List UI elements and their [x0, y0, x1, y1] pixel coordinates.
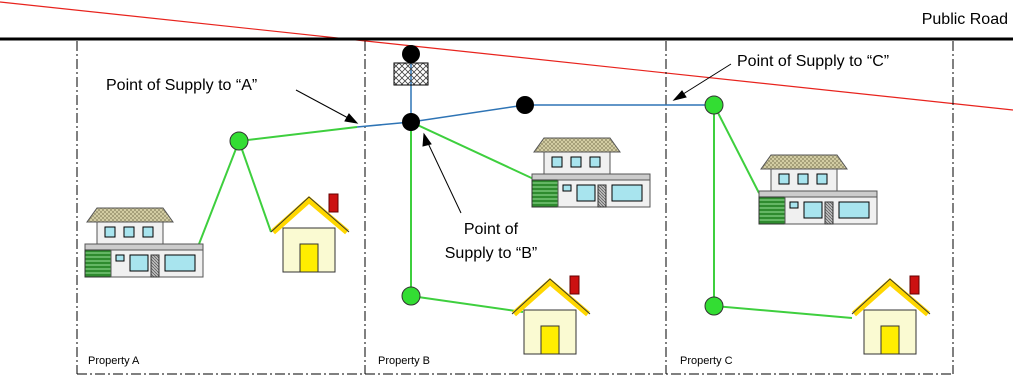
house-c-bungalow	[852, 276, 930, 354]
boundary-red-line	[0, 1, 1013, 111]
substation-node	[402, 45, 420, 63]
supply-b-label-line2: Supply to “B”	[445, 245, 537, 262]
house-b-two-storey	[531, 137, 651, 208]
house-c-two-storey	[758, 154, 878, 225]
supply-point-b-node	[402, 113, 420, 131]
supply-nodes	[402, 45, 534, 131]
property-c-label: Property C	[680, 355, 733, 367]
enclosure-box	[393, 62, 429, 86]
supply-a-label: Point of Supply to “A”	[106, 77, 257, 94]
property-a-label: Property A	[88, 355, 140, 367]
service-nodes	[229, 95, 724, 316]
house-a-two-storey	[84, 207, 204, 278]
property-b-label: Property B	[378, 355, 430, 367]
junction-node	[516, 96, 534, 114]
supply-b-label-line1: Point of	[464, 221, 519, 238]
house-a-bungalow	[271, 194, 349, 272]
service-lines	[198, 104, 853, 319]
house-b-bungalow	[512, 276, 590, 354]
supply-c-label: Point of Supply to “C”	[737, 53, 889, 70]
property-boundaries	[76, 41, 954, 375]
callout-arrows	[295, 63, 732, 214]
public-road-label: Public Road	[922, 11, 1008, 28]
